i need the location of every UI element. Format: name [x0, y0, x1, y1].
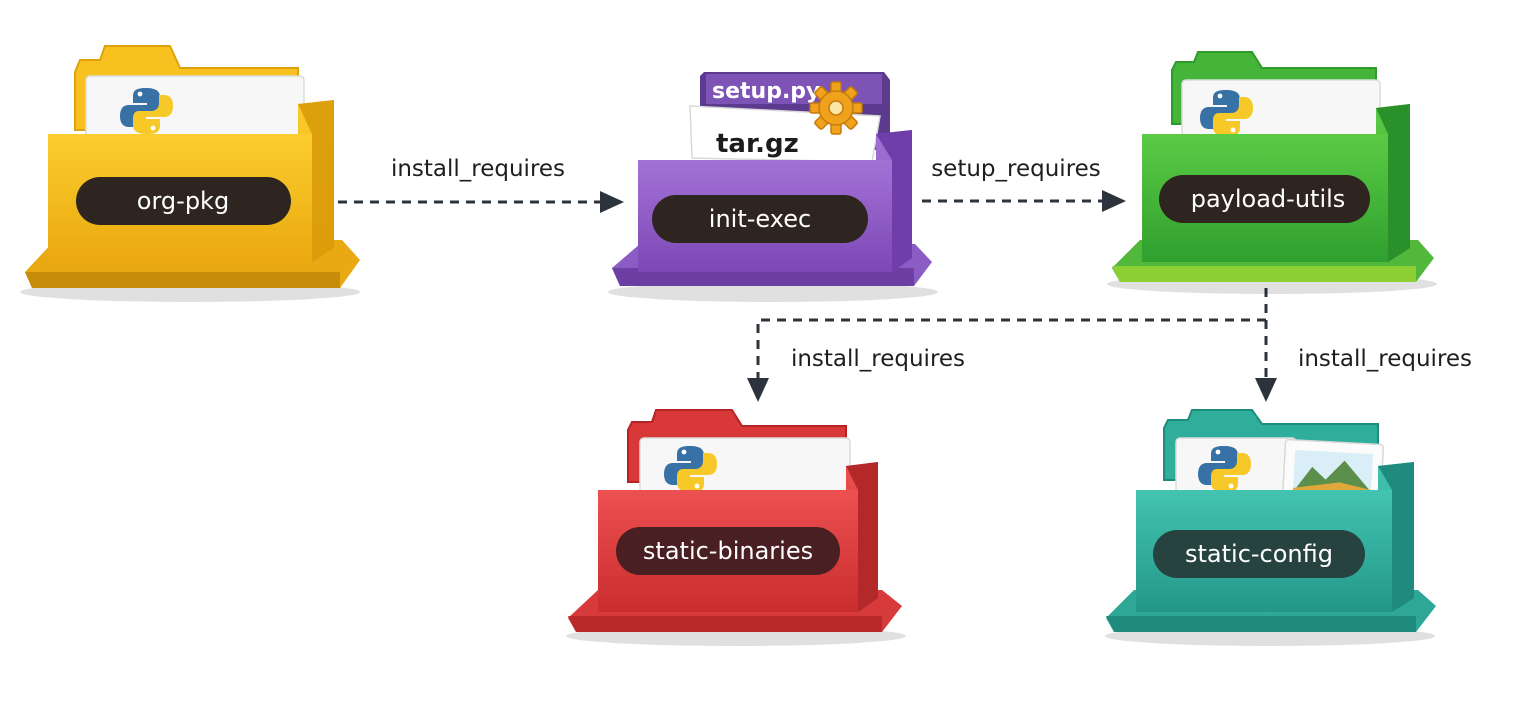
edge-label: setup_requires — [931, 156, 1101, 182]
file-tab-label: setup.py — [712, 79, 820, 104]
package-static-config: static-config — [1105, 409, 1436, 646]
edge-payload-utils-to-static-config: install_requires — [1255, 320, 1472, 402]
package-label-pill — [1159, 175, 1370, 223]
edge-org-pkg-to-init-exec: install_requires — [338, 156, 624, 213]
edge-label: install_requires — [791, 346, 965, 372]
package-label: org-pkg — [137, 187, 229, 215]
edge-label: install_requires — [1298, 346, 1472, 372]
package-label: payload-utils — [1191, 185, 1346, 213]
package-label: init-exec — [709, 205, 811, 233]
package-label-pill — [76, 177, 291, 225]
package-label-pill — [1153, 530, 1365, 578]
package-label: static-config — [1185, 540, 1333, 568]
package-org-pkg: org-pkg — [20, 45, 360, 302]
package-label-pill — [652, 195, 868, 243]
edge-label: install_requires — [391, 156, 565, 182]
edge-init-exec-to-payload-utils: setup_requires — [922, 156, 1126, 212]
package-init-exec: setup.py tar.gz init-exec — [608, 72, 938, 302]
package-static-binaries: static-binaries — [566, 409, 906, 646]
package-payload-utils: payload-utils — [1107, 51, 1437, 294]
gear-icon — [809, 81, 863, 135]
package-label: static-binaries — [643, 537, 813, 565]
package-label-pill — [616, 527, 840, 575]
image-icon — [1281, 438, 1385, 506]
file-label: tar.gz — [716, 129, 799, 159]
edge-payload-utils-to-static-binaries: install_requires — [747, 288, 1268, 402]
